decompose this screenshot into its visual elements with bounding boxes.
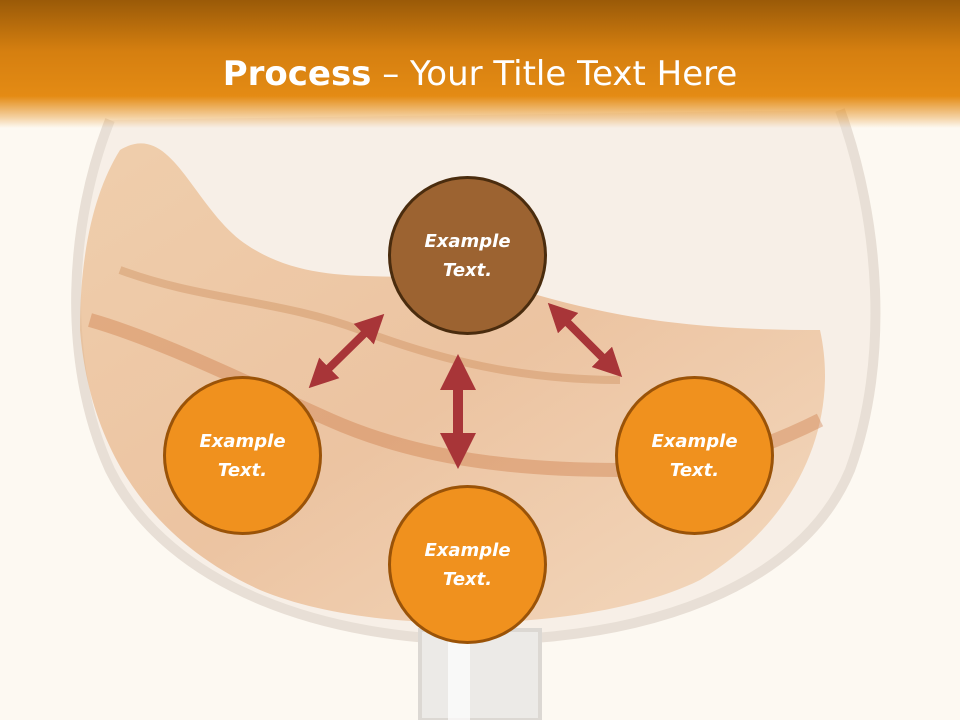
process-node-right: Example Text. <box>615 376 774 535</box>
node-top-label: Example Text. <box>424 230 511 281</box>
title-rest: – Your Title Text Here <box>371 54 738 94</box>
process-node-left: Example Text. <box>163 376 322 535</box>
arrow-top-right <box>547 302 623 378</box>
arrow-top-left <box>308 313 385 389</box>
node-right-label: Example Text. <box>651 430 738 481</box>
title-bar: Process – Your Title Text Here <box>0 0 960 128</box>
slide-title: Process – Your Title Text Here <box>0 52 960 96</box>
title-bold: Process <box>222 54 372 94</box>
node-left-label: Example Text. <box>199 430 286 481</box>
node-bottom-label: Example Text. <box>424 539 511 590</box>
process-node-bottom: Example Text. <box>388 485 547 644</box>
process-node-top: Example Text. <box>388 176 547 335</box>
